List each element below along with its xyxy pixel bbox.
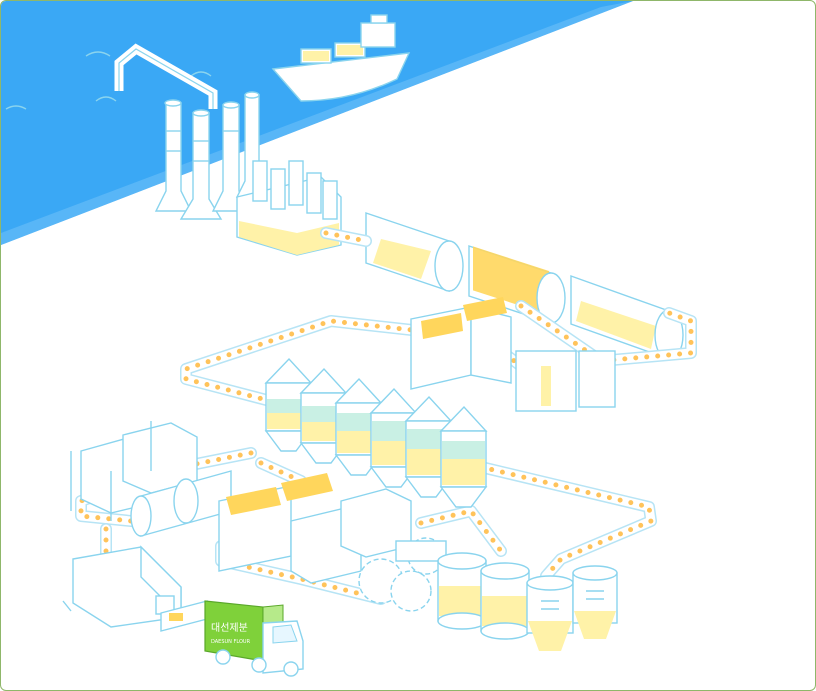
tank-4	[572, 565, 618, 639]
processing-drums	[365, 212, 684, 361]
sifter-frame-upper	[410, 297, 616, 412]
warehouse-building	[62, 545, 182, 628]
cargo-ship	[271, 14, 411, 102]
truck-brand-sub: DAESUN FLOUR	[211, 639, 251, 645]
tank-1	[437, 552, 487, 630]
roller-mill-gears	[358, 537, 447, 612]
sifter-frame-lower	[218, 473, 412, 584]
packing-frames-left	[70, 421, 232, 537]
storage-silo-row	[264, 357, 488, 508]
tank-2	[480, 562, 530, 640]
grain-unloader	[114, 43, 218, 109]
delivery-truck: 대선제분 DAESUN FLOUR	[160, 600, 304, 677]
truck-brand-label: 대선제분	[211, 622, 248, 634]
tank-3	[526, 575, 574, 651]
flour-tanks	[437, 552, 618, 651]
silo-5	[404, 395, 453, 498]
silo-6	[439, 405, 488, 508]
cleaning-tank	[236, 160, 342, 256]
